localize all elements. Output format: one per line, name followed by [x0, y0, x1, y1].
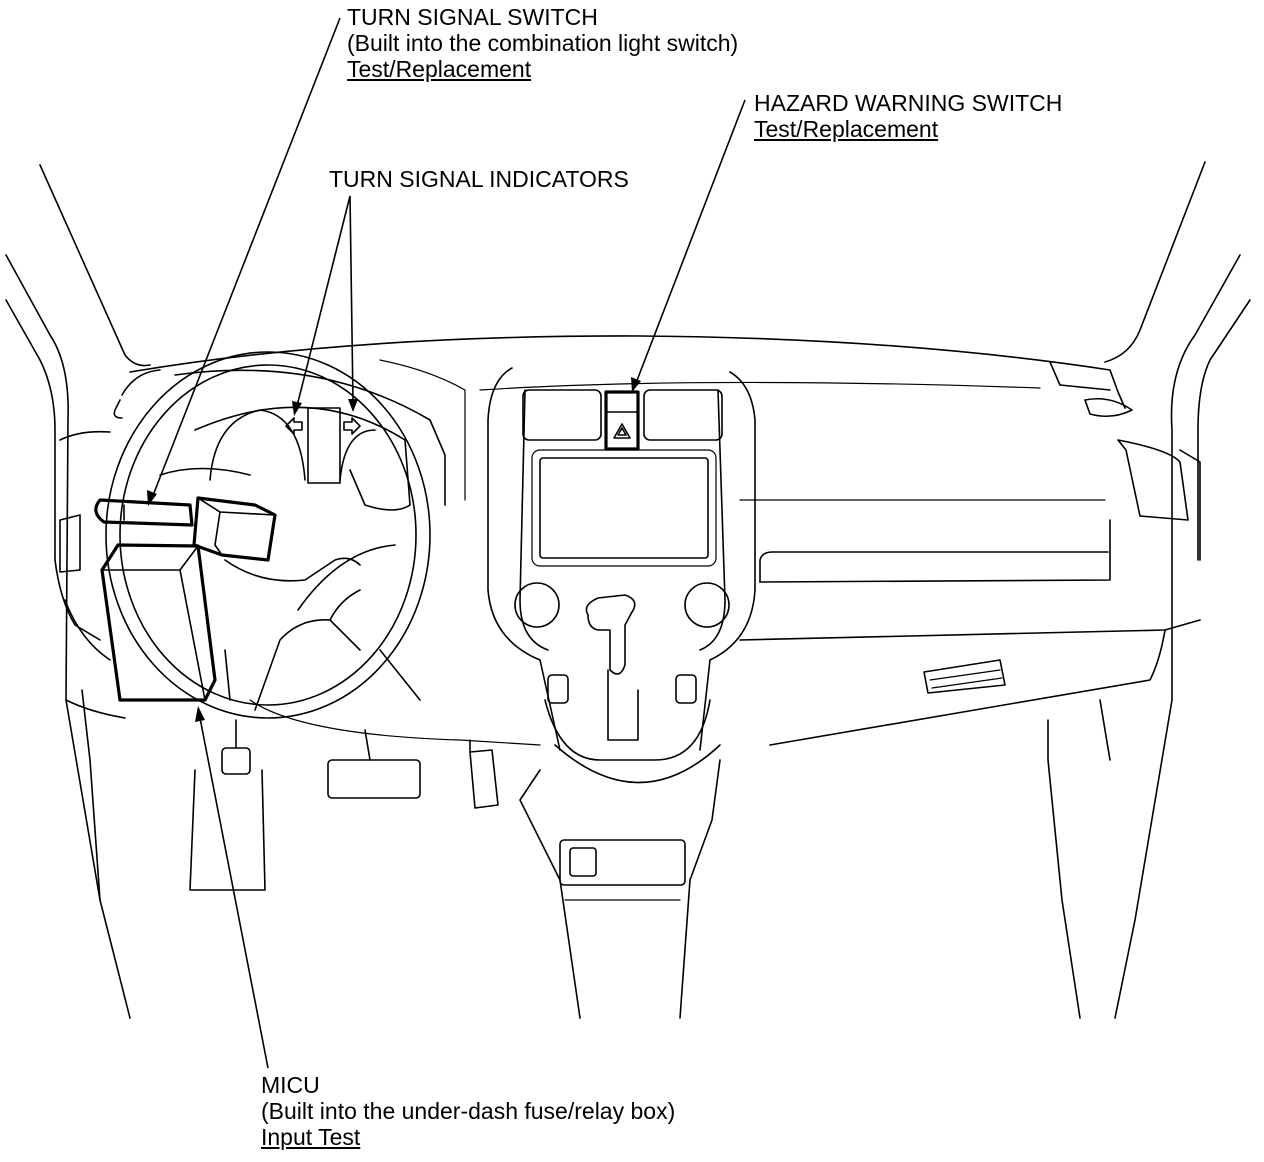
center-console	[487, 367, 1006, 1019]
right-arrow-icon	[343, 417, 361, 435]
left-arrow-icon	[285, 417, 303, 435]
leader-turn-signal-switch	[147, 17, 341, 506]
instrument-cluster	[174, 359, 466, 511]
micu-box	[100, 543, 217, 702]
leader-hazard-warning-switch	[631, 99, 746, 392]
micu-input-test-link[interactable]: Input Test	[261, 1124, 361, 1150]
hazard-warning-switch-test-link[interactable]: Test/Replacement	[754, 116, 939, 142]
steering-wheel	[105, 351, 431, 719]
hazard-warning-switch-label: HAZARD WARNING SWITCH Test/Replacement	[754, 90, 1062, 142]
turn-signal-indicators-title: TURN SIGNAL INDICATORS	[329, 166, 629, 192]
left-a-pillar	[5, 164, 151, 1019]
micu-label: MICU (Built into the under-dash fuse/rel…	[261, 1072, 675, 1150]
micu-note: (Built into the under-dash fuse/relay bo…	[261, 1098, 676, 1124]
turn-signal-switch-note: (Built into the combination light switch…	[347, 30, 739, 56]
leader-turn-signal-indicators	[292, 195, 358, 416]
right-a-pillar	[1104, 161, 1251, 1019]
turn-signal-switch-title: TURN SIGNAL SWITCH	[347, 4, 598, 30]
turn-signal-switch-label: TURN SIGNAL SWITCH (Built into the combi…	[347, 4, 738, 82]
micu-title: MICU	[261, 1072, 320, 1098]
leader-micu	[195, 706, 269, 1069]
turn-signal-switch-test-link[interactable]: Test/Replacement	[347, 56, 532, 82]
hazard-warning-switch-title: HAZARD WARNING SWITCH	[754, 90, 1063, 116]
pedals	[189, 699, 541, 891]
warning-triangle-icon	[613, 423, 631, 439]
hazard-warning-switch	[604, 390, 640, 451]
turn-signal-indicators-label: TURN SIGNAL INDICATORS	[329, 166, 629, 192]
